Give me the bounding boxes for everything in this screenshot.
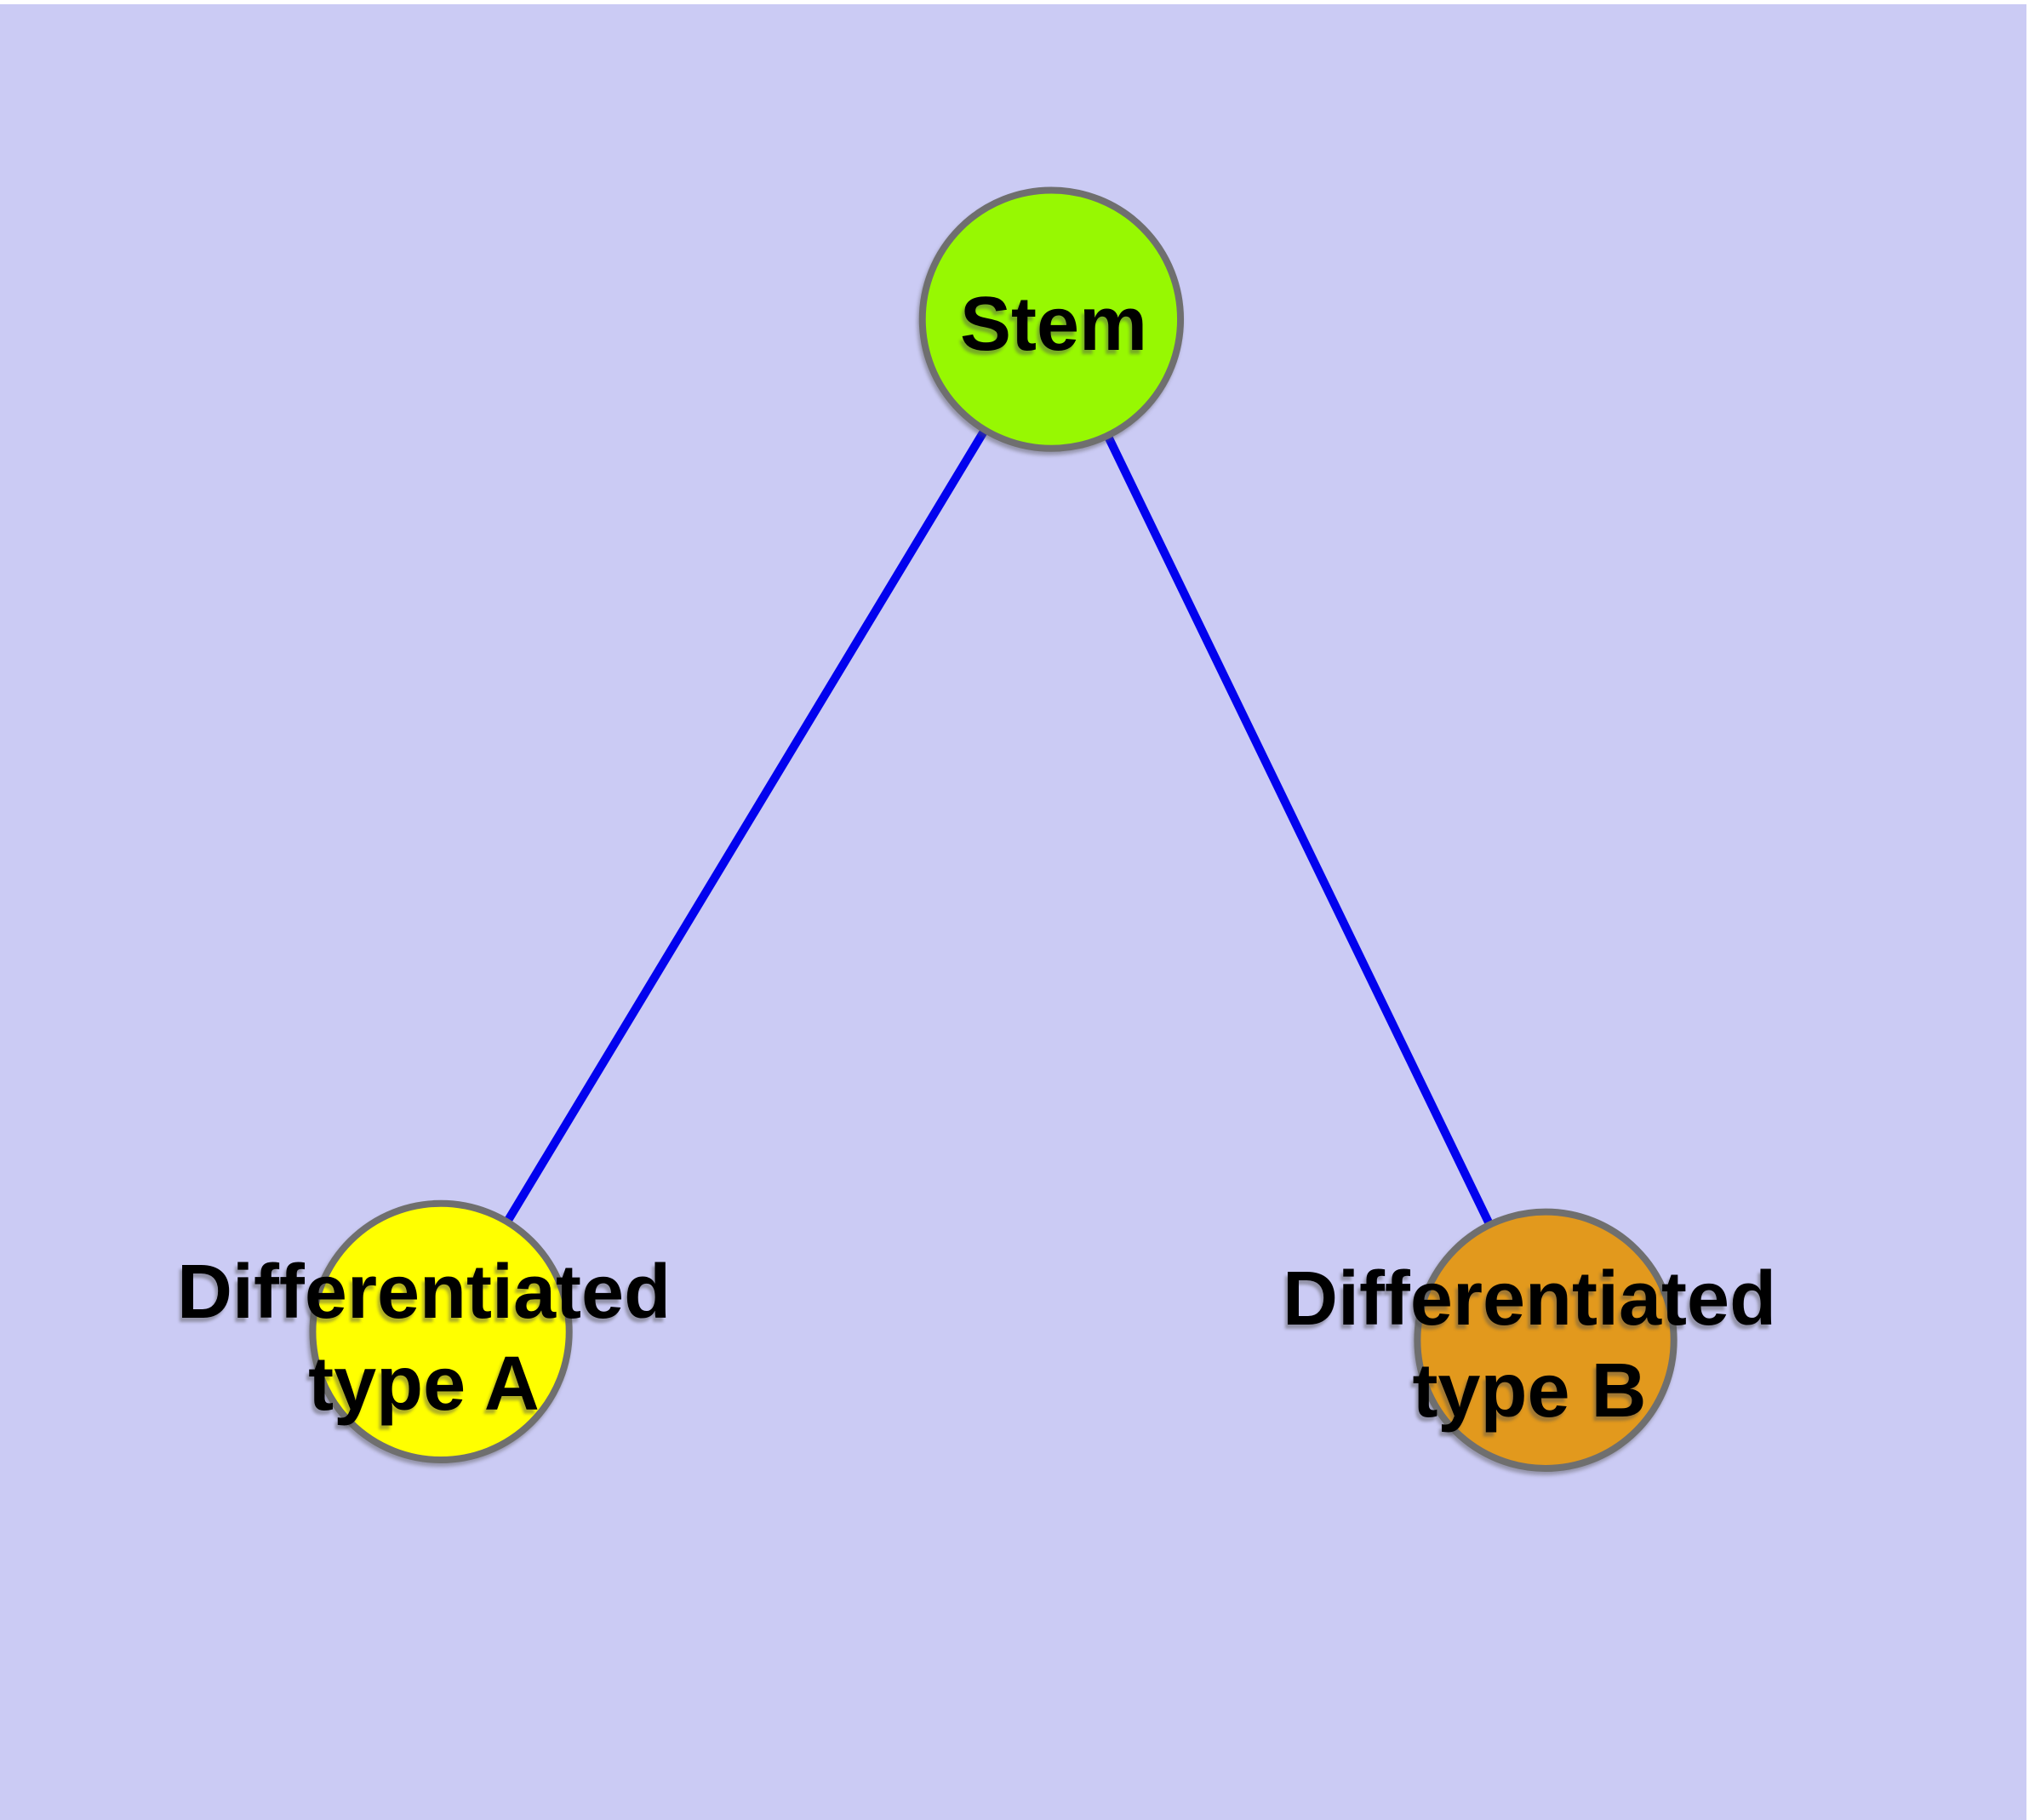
node-differentiated-type-b[interactable] bbox=[1414, 1208, 1677, 1472]
node-stem[interactable] bbox=[918, 186, 1185, 452]
node-differentiated-type-a[interactable] bbox=[309, 1199, 573, 1463]
graph-svg bbox=[309, 186, 1677, 1472]
graph-canvas: Stem Differentiated type A Differentiate… bbox=[0, 4, 2026, 1820]
edge-stem-to-type-b bbox=[1047, 317, 1550, 1342]
edge-stem-to-type-a bbox=[437, 317, 1055, 1334]
